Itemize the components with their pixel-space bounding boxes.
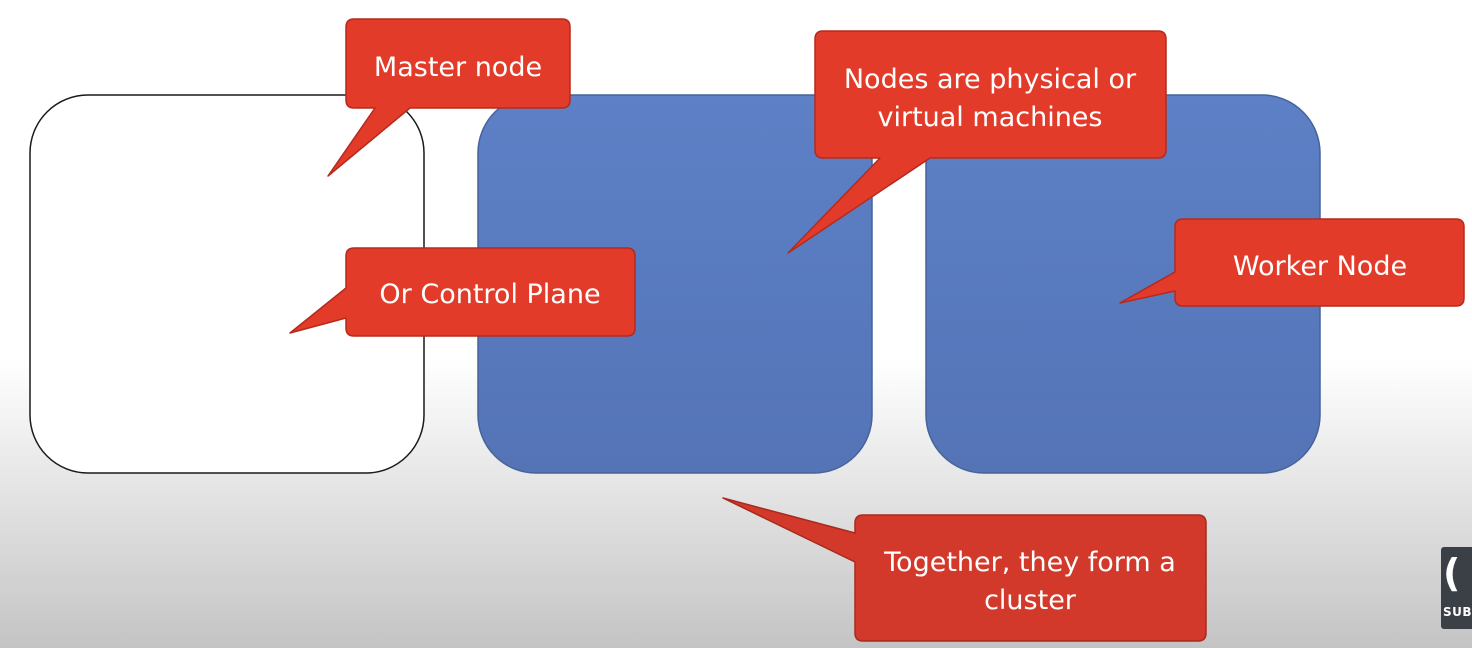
watermark-logo-icon: (	[1443, 551, 1461, 595]
callout-control-plane: Or Control Plane	[289, 247, 636, 337]
callout-control-plane-text: Or Control Plane	[379, 279, 600, 310]
callout-cluster-line-1: Together, they form a	[883, 547, 1176, 578]
watermark-subscribe-text: SUBS	[1443, 605, 1472, 619]
svg-text:virtual machines: virtual machines	[877, 102, 1102, 133]
callout-cluster-line-2: cluster	[984, 585, 1077, 616]
callout-worker-node: Worker Node	[1119, 218, 1465, 307]
callout-worker-node-text: Worker Node	[1233, 251, 1407, 282]
callout-master-node-text: Master node	[374, 52, 542, 83]
callout-nodes-physical-line-1: Nodes are physical or	[844, 64, 1137, 95]
callout-nodes-physical: Nodes are physical or virtual machines	[787, 30, 1167, 254]
callout-cluster: Together, they form a cluster	[722, 497, 1207, 642]
svg-text:Or Control Plane: Or Control Plane	[379, 279, 600, 310]
callout-master-node: Master node	[327, 18, 571, 177]
callout-nodes-physical-line-2: virtual machines	[877, 102, 1102, 133]
svg-text:cluster: cluster	[984, 585, 1077, 616]
svg-text:Worker Node: Worker Node	[1233, 251, 1407, 282]
svg-text:Master node: Master node	[374, 52, 542, 83]
channel-watermark[interactable]: ( SUBS	[1441, 547, 1472, 629]
svg-text:Nodes are physical or: Nodes are physical or	[844, 64, 1137, 95]
svg-text:Together, they form a: Together, they form a	[883, 547, 1176, 578]
